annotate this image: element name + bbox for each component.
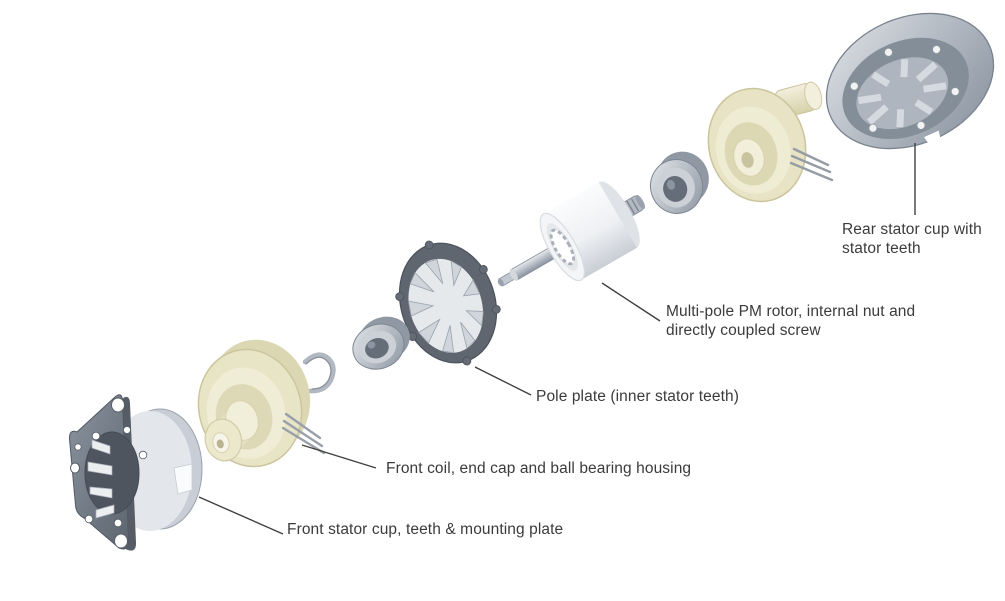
rear-coil [707, 81, 834, 203]
label-rear-stator-cup: Rear stator cup with stator teeth [842, 221, 982, 257]
rear-coil-wires [789, 147, 834, 182]
rear-cup-teeth-holes [849, 45, 960, 133]
label-front-stator-cup: Front stator cup, teeth & mounting plate [287, 521, 564, 538]
leader-pole-plate [474, 366, 532, 396]
rear-cup-rim-notch [924, 130, 941, 146]
front-bearing-highlight [367, 341, 376, 349]
leader-front-coil [301, 444, 377, 469]
plate-ring-holes [74, 426, 148, 528]
front-coil-wires [281, 412, 326, 455]
rear-bearing-highlight [666, 179, 676, 190]
leader-front-stator-cup [198, 496, 284, 535]
leader-rotor [601, 282, 661, 322]
front-cup-stator-teeth [87, 439, 115, 519]
front-ball-bearing [352, 316, 410, 370]
leader-lines [198, 143, 916, 535]
rear-ball-bearing [650, 151, 709, 214]
clip-shadow-line [305, 356, 332, 390]
front-cup-notch [173, 463, 193, 495]
pole-plate-teeth [407, 258, 484, 354]
plate-corner-holes [70, 397, 128, 549]
pm-rotor [497, 181, 645, 287]
retaining-clip [302, 352, 336, 394]
front-stator-cup [68, 394, 203, 551]
label-rotor: Multi-pole PM rotor, internal nut and di… [666, 303, 916, 339]
pole-plate-rim-tabs [395, 240, 501, 366]
rear-coil-bore [741, 152, 754, 168]
rotor-internal-nut [549, 228, 576, 266]
front-coil-bore-center [216, 439, 224, 449]
rotor-body [543, 182, 637, 280]
front-coil [197, 339, 326, 468]
pole-plate [395, 240, 501, 366]
rear-coil-stub-end [804, 81, 823, 110]
rear-stator-cup [825, 12, 995, 150]
label-front-coil: Front coil, end cap and ball bearing hou… [386, 460, 692, 477]
label-pole-plate: Pole plate (inner stator teeth) [536, 388, 739, 405]
rear-cup-stator-teeth [858, 59, 947, 128]
